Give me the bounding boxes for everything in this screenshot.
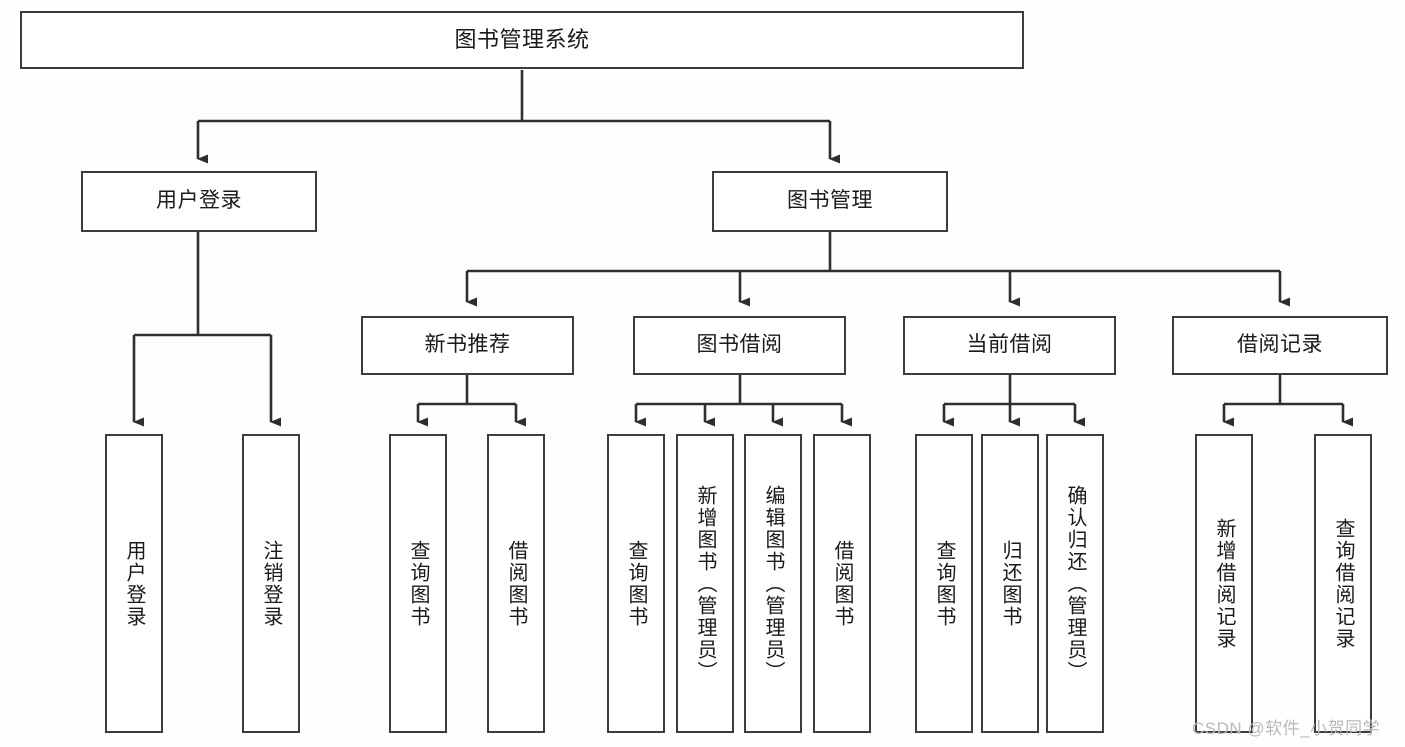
leaf-bookborrow-borrow-book[interactable]: 借阅图书 bbox=[813, 434, 871, 733]
node-label: 图书管理系统 bbox=[454, 27, 590, 53]
leaf-bookborrow-add-book[interactable]: 新增图书（管理员） bbox=[676, 434, 734, 733]
node-label: 注销登录 bbox=[260, 539, 282, 628]
node-new-book-recommend[interactable]: 新书推荐 bbox=[361, 316, 574, 375]
leaf-logout[interactable]: 注销登录 bbox=[242, 434, 300, 733]
node-label: 查询借阅记录 bbox=[1332, 517, 1354, 650]
node-label: 当前借阅 bbox=[966, 333, 1053, 357]
node-label: 图书借阅 bbox=[696, 333, 783, 357]
node-label: 借阅记录 bbox=[1237, 333, 1323, 357]
node-label: 用户登录 bbox=[123, 539, 145, 628]
node-label: 图书管理 bbox=[787, 189, 873, 213]
csdn-watermark: CSDN @软件_小贺同学 bbox=[1192, 719, 1381, 738]
node-label: 新增图书（管理员） bbox=[694, 484, 716, 683]
node-label: 确认归还（管理员） bbox=[1064, 484, 1086, 683]
node-label: 新书推荐 bbox=[424, 333, 511, 357]
leaf-newbook-borrow-book[interactable]: 借阅图书 bbox=[487, 434, 545, 733]
leaf-newbook-query-book[interactable]: 查询图书 bbox=[389, 434, 447, 733]
node-label: 用户登录 bbox=[156, 189, 242, 213]
node-label: 借阅图书 bbox=[505, 539, 527, 628]
leaf-currentborrow-confirm-return[interactable]: 确认归还（管理员） bbox=[1046, 434, 1104, 733]
node-label: 归还图书 bbox=[999, 539, 1021, 628]
node-book-borrow[interactable]: 图书借阅 bbox=[633, 316, 846, 375]
node-label: 借阅图书 bbox=[831, 539, 853, 628]
node-user-login[interactable]: 用户登录 bbox=[81, 171, 317, 232]
node-label: 查询图书 bbox=[933, 539, 955, 628]
node-book-management[interactable]: 图书管理 bbox=[712, 171, 948, 232]
leaf-borrowrecord-query-record[interactable]: 查询借阅记录 bbox=[1314, 434, 1372, 733]
node-label: 查询图书 bbox=[625, 539, 647, 628]
node-current-borrow[interactable]: 当前借阅 bbox=[903, 316, 1116, 375]
leaf-currentborrow-query-book[interactable]: 查询图书 bbox=[915, 434, 973, 733]
node-borrow-record[interactable]: 借阅记录 bbox=[1172, 316, 1388, 375]
node-root-system[interactable]: 图书管理系统 bbox=[20, 11, 1024, 69]
leaf-user-login[interactable]: 用户登录 bbox=[105, 434, 163, 733]
leaf-bookborrow-query-book[interactable]: 查询图书 bbox=[607, 434, 665, 733]
node-label: 编辑图书（管理员） bbox=[762, 484, 784, 683]
leaf-borrowrecord-add-record[interactable]: 新增借阅记录 bbox=[1195, 434, 1253, 733]
node-label: 查询图书 bbox=[407, 539, 429, 628]
node-label: 新增借阅记录 bbox=[1213, 517, 1235, 650]
leaf-currentborrow-return-book[interactable]: 归还图书 bbox=[981, 434, 1039, 733]
leaf-bookborrow-edit-book[interactable]: 编辑图书（管理员） bbox=[744, 434, 802, 733]
